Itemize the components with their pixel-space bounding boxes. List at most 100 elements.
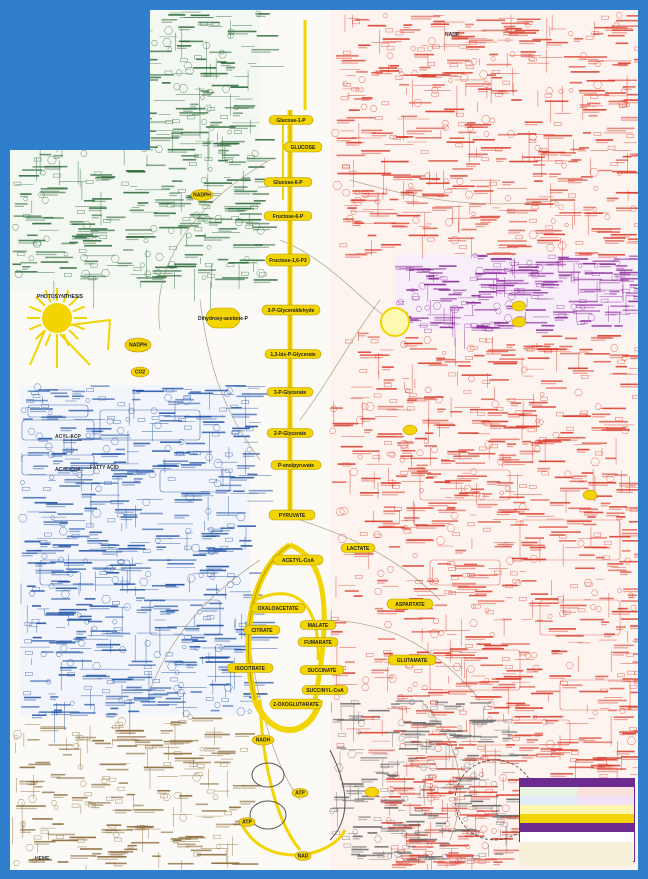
molecule-structure <box>153 651 162 658</box>
text-fragment <box>511 830 518 832</box>
molecule-structure <box>144 251 152 258</box>
text-fragment <box>171 135 180 137</box>
text-fragment <box>468 452 496 455</box>
text-fragment <box>181 639 198 641</box>
text-fragment <box>529 605 550 607</box>
text-fragment <box>617 64 627 67</box>
text-fragment <box>497 240 527 242</box>
text-fragment <box>479 680 500 683</box>
text-fragment <box>192 720 214 722</box>
molecule-structure <box>93 468 100 475</box>
text-fragment <box>439 265 457 267</box>
text-fragment <box>579 288 602 291</box>
text-fragment <box>355 18 370 21</box>
text-fragment <box>119 588 146 591</box>
text-fragment <box>51 573 70 576</box>
text-fragment <box>163 740 193 743</box>
molecule-structure <box>58 556 65 563</box>
text-fragment <box>408 268 431 271</box>
text-fragment <box>104 829 133 831</box>
legend-row <box>520 805 634 814</box>
molecule-structure <box>80 269 91 279</box>
text-fragment <box>455 34 462 36</box>
text-fragment <box>68 409 94 412</box>
text-fragment <box>569 81 583 84</box>
molecule-structure <box>369 105 378 112</box>
text-fragment <box>127 847 135 849</box>
text-fragment <box>90 232 108 234</box>
text-fragment <box>486 353 502 355</box>
text-fragment <box>46 505 66 508</box>
molecule-structure <box>199 746 205 752</box>
text-fragment <box>516 425 540 428</box>
text-fragment <box>133 739 163 742</box>
text-fragment <box>119 732 136 734</box>
text-fragment <box>234 190 258 193</box>
text-fragment <box>455 805 468 807</box>
text-fragment <box>382 40 402 43</box>
text-fragment <box>388 546 401 548</box>
molecule-structure <box>374 587 383 595</box>
enzyme-label <box>577 321 585 325</box>
enzyme-label <box>512 737 520 741</box>
text-fragment <box>186 450 213 453</box>
sun-ray <box>28 305 42 313</box>
text-fragment <box>143 769 165 771</box>
text-fragment <box>572 372 588 374</box>
enzyme-label <box>389 135 397 139</box>
molecule-structure <box>356 729 362 735</box>
molecule-structure <box>432 578 440 584</box>
text-fragment <box>606 200 615 202</box>
text-fragment <box>407 400 427 402</box>
text-fragment <box>615 365 628 368</box>
text-fragment <box>354 224 362 227</box>
text-fragment <box>383 510 400 512</box>
text-fragment <box>55 651 84 654</box>
enzyme-label <box>205 696 214 701</box>
molecule-structure <box>466 344 475 352</box>
cofactor-label: NADPH <box>193 193 211 199</box>
text-fragment <box>221 671 237 674</box>
text-fragment <box>461 681 490 684</box>
text-fragment <box>480 398 495 401</box>
text-fragment <box>573 40 581 42</box>
text-fragment <box>450 309 460 311</box>
metabolite-node: Glucose-6-P <box>263 177 313 187</box>
text-fragment <box>412 722 442 725</box>
text-fragment <box>201 431 226 434</box>
text-fragment <box>101 649 127 652</box>
text-fragment <box>382 522 400 525</box>
text-fragment <box>528 275 547 277</box>
text-fragment <box>73 638 83 640</box>
enzyme-label <box>374 533 383 538</box>
enzyme-label <box>241 400 249 404</box>
text-fragment <box>562 687 577 689</box>
text-fragment <box>549 502 571 504</box>
text-fragment <box>14 271 38 273</box>
text-fragment <box>427 758 448 760</box>
enzyme-label <box>617 359 625 364</box>
molecule-structure <box>617 588 623 593</box>
molecule-structure <box>431 86 439 94</box>
text-fragment <box>485 858 515 860</box>
text-fragment <box>253 228 270 231</box>
text-fragment <box>334 799 345 801</box>
enzyme-label <box>482 527 491 532</box>
enzyme-label <box>220 762 228 767</box>
text-fragment <box>499 496 525 499</box>
text-fragment <box>143 50 172 53</box>
text-fragment <box>181 492 211 495</box>
enzyme-label <box>459 44 468 49</box>
enzyme-label <box>245 225 253 229</box>
molecule-structure <box>201 119 208 125</box>
metabolite-node: P-enolpyruvate <box>270 460 322 470</box>
text-fragment <box>360 759 380 761</box>
molecule-structure <box>213 459 223 468</box>
molecule-structure <box>382 13 389 19</box>
text-fragment <box>498 683 516 686</box>
text-fragment <box>619 560 648 563</box>
text-fragment <box>47 187 68 189</box>
text-fragment <box>66 568 87 570</box>
text-fragment <box>579 291 595 293</box>
text-fragment <box>117 745 138 747</box>
